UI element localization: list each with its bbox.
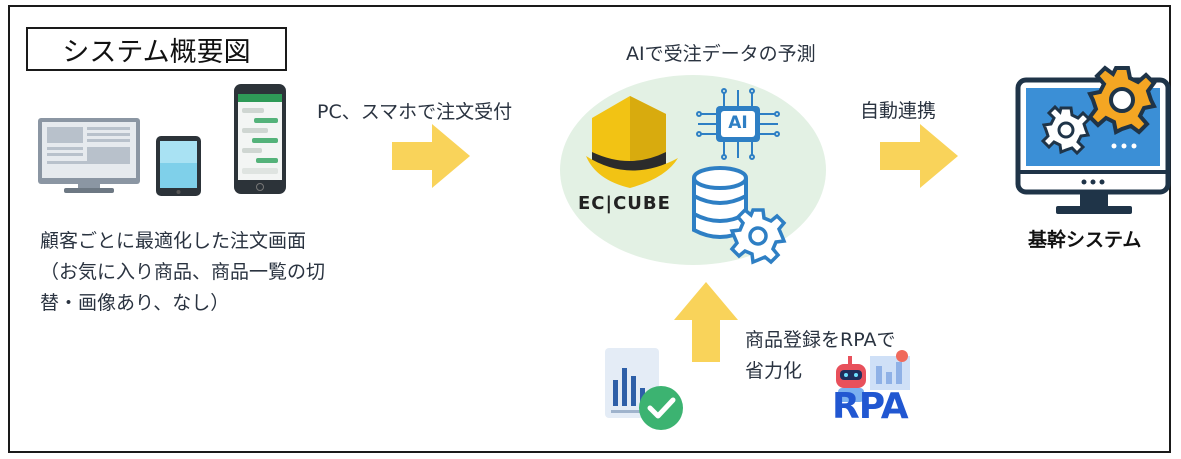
eccube-logo-icon bbox=[586, 96, 678, 188]
rpa-logo-text: RPA bbox=[832, 386, 909, 427]
description-line: （お気に入り商品、商品一覧の切 bbox=[40, 261, 326, 283]
database-icon bbox=[692, 166, 748, 239]
eccube-logo-text: EC|CUBE bbox=[578, 193, 671, 214]
arrow-right-icon bbox=[392, 124, 470, 188]
report-check-icon bbox=[605, 348, 683, 430]
description-line: 替・画像あり、なし） bbox=[40, 292, 230, 314]
label-rpa-line2: 省力化 bbox=[745, 360, 803, 382]
label-ordering: PC、スマホで注文受付 bbox=[317, 101, 513, 123]
ai-chip-label: AI bbox=[728, 113, 748, 133]
gear-icon bbox=[729, 207, 787, 265]
rpa-robot-icon bbox=[836, 350, 910, 402]
order-screen-description: 顧客ごとに最適化した注文画面 （お気に入り商品、商品一覧の切 替・画像あり、なし… bbox=[40, 226, 325, 319]
description-line: 顧客ごとに最適化した注文画面 bbox=[40, 230, 307, 252]
arrow-right-icon bbox=[880, 124, 958, 188]
label-auto-link: 自動連携 bbox=[860, 100, 937, 122]
devices-illustration bbox=[38, 84, 286, 196]
tablet-icon bbox=[156, 136, 201, 196]
smartphone-icon bbox=[234, 84, 286, 194]
core-system-monitor-icon bbox=[1015, 65, 1171, 214]
label-rpa-line1: 商品登録をRPAで bbox=[745, 329, 896, 351]
label-ai-predict: AIで受注データの予測 bbox=[626, 43, 816, 65]
ai-chip-icon bbox=[696, 88, 780, 160]
arrow-up-icon bbox=[674, 282, 738, 362]
diagram-title: システム概要図 bbox=[26, 27, 287, 71]
desktop-monitor-icon bbox=[38, 118, 140, 193]
core-system-label: 基幹システム bbox=[1028, 229, 1142, 251]
